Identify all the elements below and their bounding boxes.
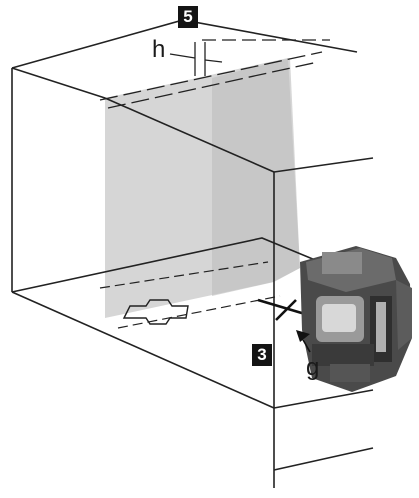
laser-plane-vertical-side [212,58,300,296]
ceiling-laser-line-2 [107,61,319,109]
room-floor-left [11,291,275,409]
laser-level-device [300,246,412,392]
room-floor-back [11,237,321,293]
callout-badge-3: 3 [252,344,272,366]
floor-target-mark [122,299,189,325]
h-pointer-right [204,59,223,63]
room-top-edge [11,67,106,99]
laser-cross-vertical [275,299,297,321]
room-right-wall-top [273,157,374,173]
floor-laser-line-2 [117,295,281,329]
room-floor-right [273,389,374,409]
room-ceiling-front [104,97,275,173]
g-pointer-arrow [296,330,311,353]
floor-laser-line-1 [99,261,269,289]
room-floor-front-edge [273,447,374,471]
h-pointer [169,53,196,59]
callout-badge-5: 5 [178,6,198,28]
label-g: g [306,354,320,381]
label-h: h [152,36,166,63]
laser-cross-horizontal [257,298,306,316]
ceiling-laser-line-1 [99,51,323,101]
